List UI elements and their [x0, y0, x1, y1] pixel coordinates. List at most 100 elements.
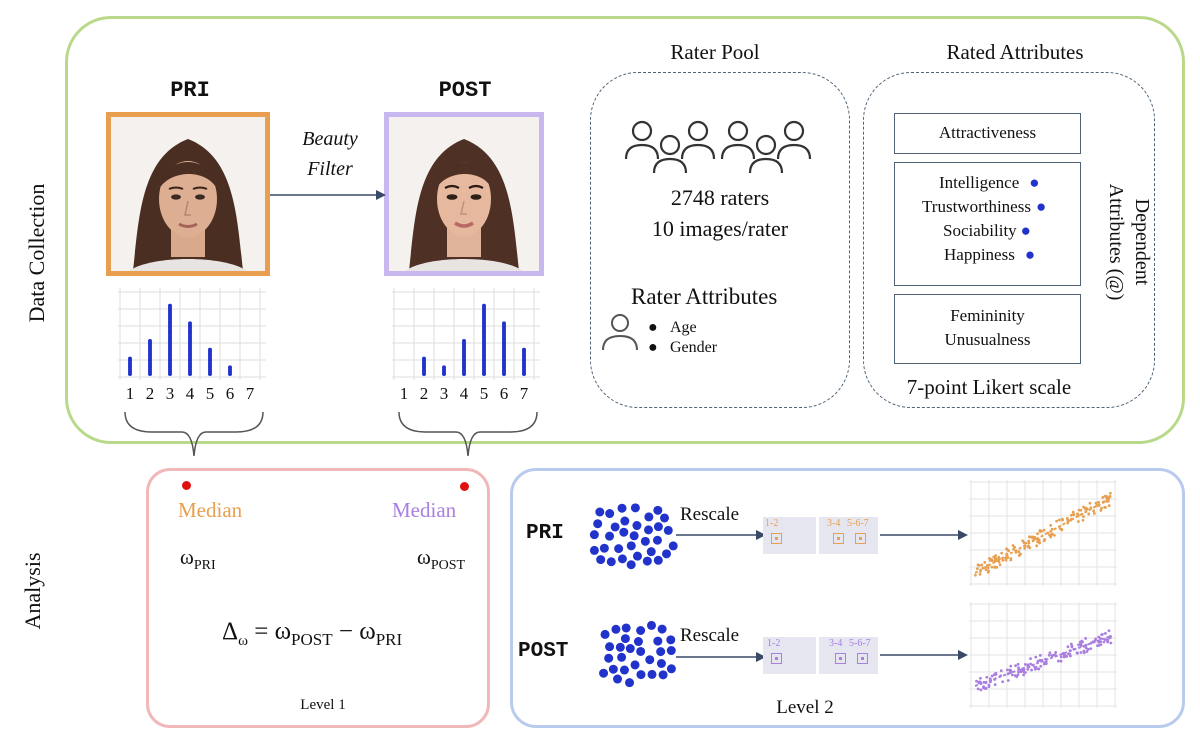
- post-median-dot: [460, 482, 469, 491]
- pri-hist-tick-label: 4: [186, 384, 195, 403]
- post-reg-point: [1097, 635, 1101, 639]
- post-reg-point: [975, 679, 978, 683]
- post-cloud-dot: [620, 634, 630, 644]
- pri-cloud-dot: [617, 554, 627, 564]
- post-reg-point: [990, 674, 994, 678]
- pri-bin-marker-3: [855, 533, 866, 544]
- pri-hist-tick-label: 1: [126, 384, 135, 403]
- unusualness-label: Unusualness: [944, 330, 1031, 349]
- beauty-filter-arrow: [270, 190, 386, 200]
- post-hist-tick-label: 4: [460, 384, 469, 403]
- pri-reg-point: [1058, 527, 1062, 531]
- post-hist-tick-label: 7: [520, 384, 529, 403]
- pri-reg-point: [1050, 532, 1054, 536]
- pri-reg-point: [1053, 533, 1056, 537]
- post-hist-rating-dot: [442, 365, 446, 370]
- pri-cloud-dot: [589, 530, 599, 540]
- post-hist-tick-label: 5: [480, 384, 489, 403]
- pri-reg-point: [1108, 494, 1112, 498]
- post-reg-point: [1030, 668, 1033, 672]
- pri-reg-point: [1061, 518, 1064, 522]
- pri-reg-point: [988, 558, 992, 562]
- pri-reg-point: [1099, 509, 1103, 512]
- pri-hist-tick-label: 5: [206, 384, 215, 403]
- level2-panel: [510, 468, 1185, 728]
- post-reg-point: [1094, 637, 1098, 641]
- delta-formula: Δω = ωPOST − ωPRI: [222, 618, 403, 649]
- post-reg-point: [1038, 653, 1042, 657]
- pri-reg-point: [974, 573, 977, 577]
- pri-reg-point: [1007, 549, 1011, 553]
- pri-reg-point: [983, 560, 987, 564]
- level2-post-label: POST: [518, 640, 569, 663]
- pri-reg-point: [1017, 554, 1021, 557]
- post-cloud-dot: [625, 678, 635, 688]
- post-reg-point: [1059, 659, 1063, 663]
- post-reg-point: [1066, 645, 1070, 649]
- pri-cloud-dot: [614, 544, 624, 554]
- pri-median-dot: [182, 481, 191, 490]
- images-per-rater: 10 images/rater: [651, 216, 789, 241]
- post-cloud-dot: [656, 647, 666, 657]
- post-bin-marker-2: [835, 653, 846, 664]
- rated-attributes-title: Rated Attributes: [946, 40, 1084, 64]
- pri-reg-point: [993, 565, 997, 569]
- pri-bin-label-3: 5-6-7: [847, 518, 869, 529]
- pri-reg-point: [1042, 528, 1046, 532]
- post-bin-marker-3: [857, 653, 868, 664]
- post-reg-point: [1104, 632, 1107, 635]
- post-hist-tick-label: 3: [440, 384, 449, 403]
- pri-cloud-dot: [589, 545, 599, 555]
- pri-reg-point: [1107, 504, 1111, 507]
- rater-attribute-list: ●Age ●Gender: [648, 318, 717, 358]
- pri-reg-point: [995, 565, 999, 569]
- pri-reg-point: [1057, 518, 1061, 522]
- pri-bin-label-1: 1-2: [765, 518, 779, 529]
- post-reg-point: [1084, 637, 1088, 640]
- post-reg-point: [1013, 674, 1017, 677]
- rater-pool-box: [590, 72, 850, 408]
- pri-reg-point: [1079, 508, 1083, 512]
- post-cloud-dot: [619, 665, 629, 675]
- post-hist-rating-dot: [482, 303, 486, 308]
- pri-cloud-dot: [620, 516, 630, 526]
- post-hist-rating-dot: [462, 339, 466, 343]
- post-cloud-dot: [633, 637, 643, 647]
- pri-reg-point: [1071, 510, 1075, 514]
- post-reg-point: [1033, 667, 1037, 671]
- pri-reg-point: [1036, 532, 1039, 536]
- post-cloud-dot: [657, 624, 667, 634]
- post-cloud-dot: [645, 655, 655, 665]
- pri-hist-tick-label: 7: [246, 384, 255, 403]
- post-reg-point: [1005, 668, 1009, 672]
- pri-cloud-dot: [606, 557, 616, 567]
- post-reg-point: [1059, 655, 1063, 659]
- pri-reg-point: [978, 572, 982, 576]
- pri-reg-point: [1081, 518, 1085, 522]
- post-reg-point: [1054, 650, 1058, 654]
- pri-hist-rating-dot: [168, 303, 172, 308]
- post-reg-point: [1082, 649, 1086, 653]
- post-cloud-dot: [599, 668, 609, 678]
- pri-reg-point: [1035, 544, 1039, 548]
- attractiveness-label: Attractiveness: [938, 123, 1037, 142]
- femininity-label: Femininity: [950, 306, 1025, 325]
- pri-reg-point: [1001, 558, 1005, 562]
- pri-reg-point: [1029, 535, 1033, 539]
- rater-attribute-age: ●Age: [648, 319, 697, 336]
- post-cloud-dot: [646, 620, 656, 630]
- post-cloud-dot: [615, 642, 625, 652]
- rater-pool-title: Rater Pool: [670, 40, 760, 64]
- pri-cloud-dot: [653, 522, 663, 532]
- pri-brace: [124, 411, 264, 457]
- pri-reg-point: [985, 563, 989, 567]
- pri-reg-point: [994, 559, 998, 563]
- post-hist-tick-label: 1: [400, 384, 409, 403]
- post-reg-fit-line: [974, 635, 1112, 687]
- pri-face-illustration: [129, 139, 247, 271]
- post-reg-point: [994, 672, 998, 676]
- post-reg-point: [1075, 651, 1079, 655]
- post-cloud-dot: [666, 635, 676, 645]
- pri-reg-point: [1040, 529, 1043, 533]
